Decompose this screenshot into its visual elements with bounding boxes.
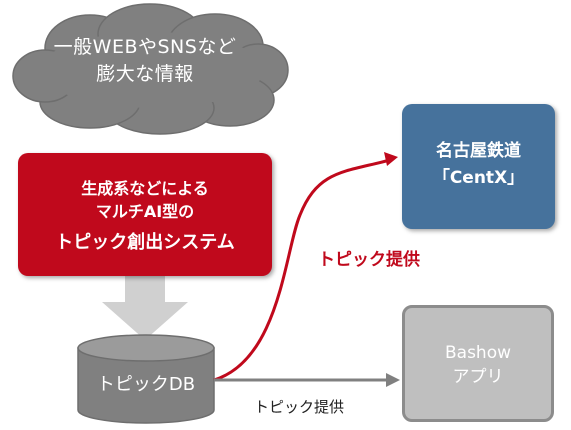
bashow-box: Bashow アプリ	[402, 305, 554, 422]
generator-line-3: トピック創出システム	[55, 232, 235, 253]
cloud-line-1: 一般WEBやSNSなど	[53, 36, 237, 58]
database-cylinder	[77, 334, 215, 424]
arrow-label-centx: トピック提供	[318, 250, 420, 270]
arrow-label-bashow: トピック提供	[254, 398, 345, 416]
cloud-text: 一般WEBやSNSなど 膨大な情報	[40, 34, 250, 88]
topic-generation-system-box: 生成系などによる マルチAI型の トピック創出システム	[18, 153, 272, 276]
arrow-to-centx	[213, 158, 391, 382]
generator-line-2: マルチAI型の	[95, 202, 195, 221]
database-label: トピックDB	[96, 374, 196, 395]
arrow-to-bashow-head	[386, 373, 400, 387]
generator-line-1: 生成系などによる	[81, 179, 209, 198]
arrow-to-centx-head	[384, 152, 398, 166]
bashow-line-1: Bashow	[444, 343, 512, 363]
bashow-line-2: アプリ	[452, 367, 504, 387]
cloud-fill	[40, 32, 264, 108]
centx-line-2: 「CentX」	[432, 168, 525, 188]
cloud-line-2: 膨大な情報	[96, 63, 194, 85]
flow-arrow-down	[102, 276, 188, 340]
centx-line-1: 名古屋鉄道	[436, 141, 521, 161]
centx-box: 名古屋鉄道 「CentX」	[402, 104, 555, 229]
